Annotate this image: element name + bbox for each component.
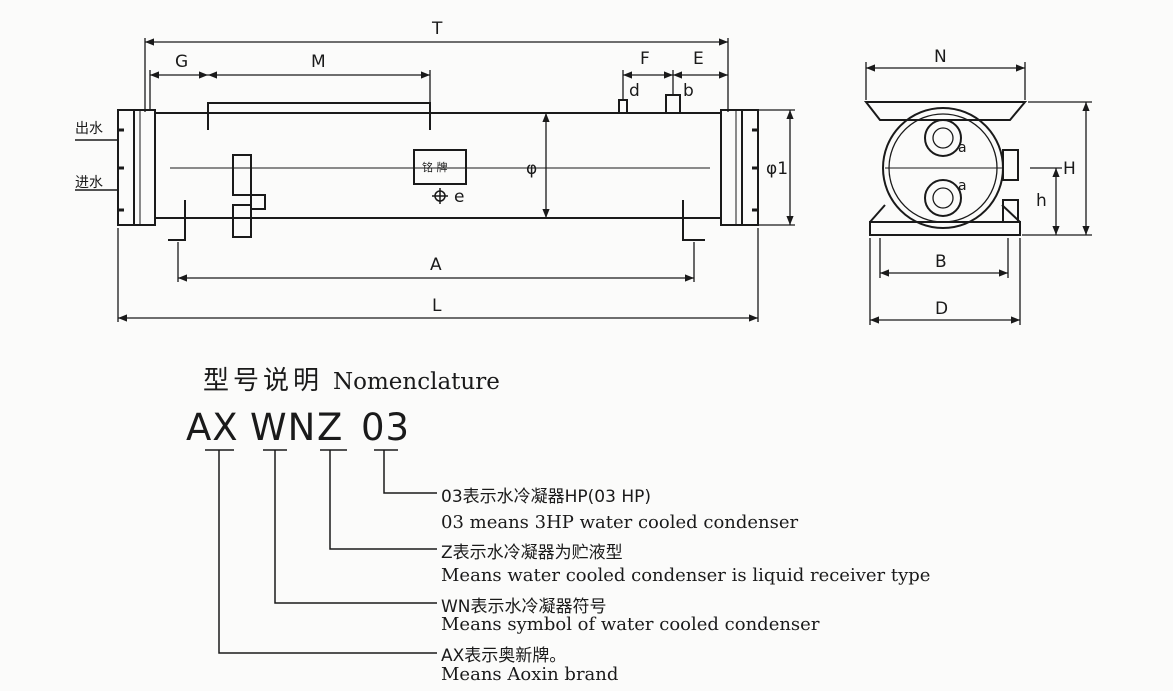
valve-bottom bbox=[232, 204, 252, 238]
dim-E: E bbox=[693, 49, 704, 69]
code-part-z: Z bbox=[317, 406, 344, 449]
item-wn-zh: WN表示水冷凝器符号 bbox=[441, 597, 607, 617]
code-part-wn: WN bbox=[250, 406, 317, 449]
nomenclature-heading: 型号说明 Nomenclature bbox=[203, 360, 500, 397]
item-03-zh: 03表示水冷凝器HP(03 HP) bbox=[441, 487, 652, 507]
dim-phi1: φ1 bbox=[766, 159, 788, 179]
front-view bbox=[75, 94, 759, 241]
item-wn-en: Means symbol of water cooled condenser bbox=[441, 614, 820, 635]
valve-top bbox=[232, 154, 252, 196]
dim-D: D bbox=[935, 299, 948, 319]
dim-N: N bbox=[934, 47, 947, 67]
code-part-03: 03 bbox=[361, 406, 411, 449]
heading-en: Nomenclature bbox=[333, 369, 500, 395]
dim-F: F bbox=[640, 49, 650, 69]
dim-phi: φ bbox=[526, 159, 537, 179]
dim-M: M bbox=[311, 52, 326, 72]
fitting-b bbox=[665, 94, 681, 114]
right-foot bbox=[682, 200, 705, 241]
dim-A: A bbox=[430, 255, 442, 275]
item-z-zh: Z表示水冷凝器为贮液型 bbox=[441, 543, 623, 563]
dim-a-top: a bbox=[958, 140, 967, 156]
nameplate-box bbox=[413, 149, 467, 185]
dim-b: b bbox=[683, 81, 694, 101]
heading-zh: 型号说明 bbox=[203, 366, 324, 396]
fitting-d bbox=[618, 99, 628, 114]
dim-H: H bbox=[1063, 159, 1076, 179]
dim-h: h bbox=[1036, 191, 1047, 211]
code-part-ax: AX bbox=[186, 406, 239, 449]
dim-T: T bbox=[431, 19, 443, 39]
label-water-out: 出水 bbox=[75, 121, 103, 137]
left-foot bbox=[168, 200, 186, 241]
nameplate-text: 铭 牌 bbox=[422, 160, 448, 174]
port-bottom bbox=[924, 179, 962, 217]
label-water-in: 进水 bbox=[75, 175, 103, 191]
dim-G: G bbox=[175, 52, 188, 72]
leader-lines bbox=[205, 449, 437, 654]
dim-e: e bbox=[454, 187, 464, 207]
dim-a-bottom: a bbox=[958, 178, 967, 194]
port-top bbox=[924, 119, 962, 157]
dim-L: L bbox=[432, 296, 442, 316]
dim-B: B bbox=[935, 252, 947, 272]
dim-d: d bbox=[629, 81, 640, 101]
side-view bbox=[863, 101, 1028, 236]
item-z-en: Means water cooled condenser is liquid r… bbox=[441, 565, 931, 586]
item-ax-zh: AX表示奥新牌。 bbox=[441, 646, 567, 666]
item-03-en: 03 means 3HP water cooled condenser bbox=[441, 512, 799, 533]
item-ax-en: Means Aoxin brand bbox=[441, 664, 619, 685]
